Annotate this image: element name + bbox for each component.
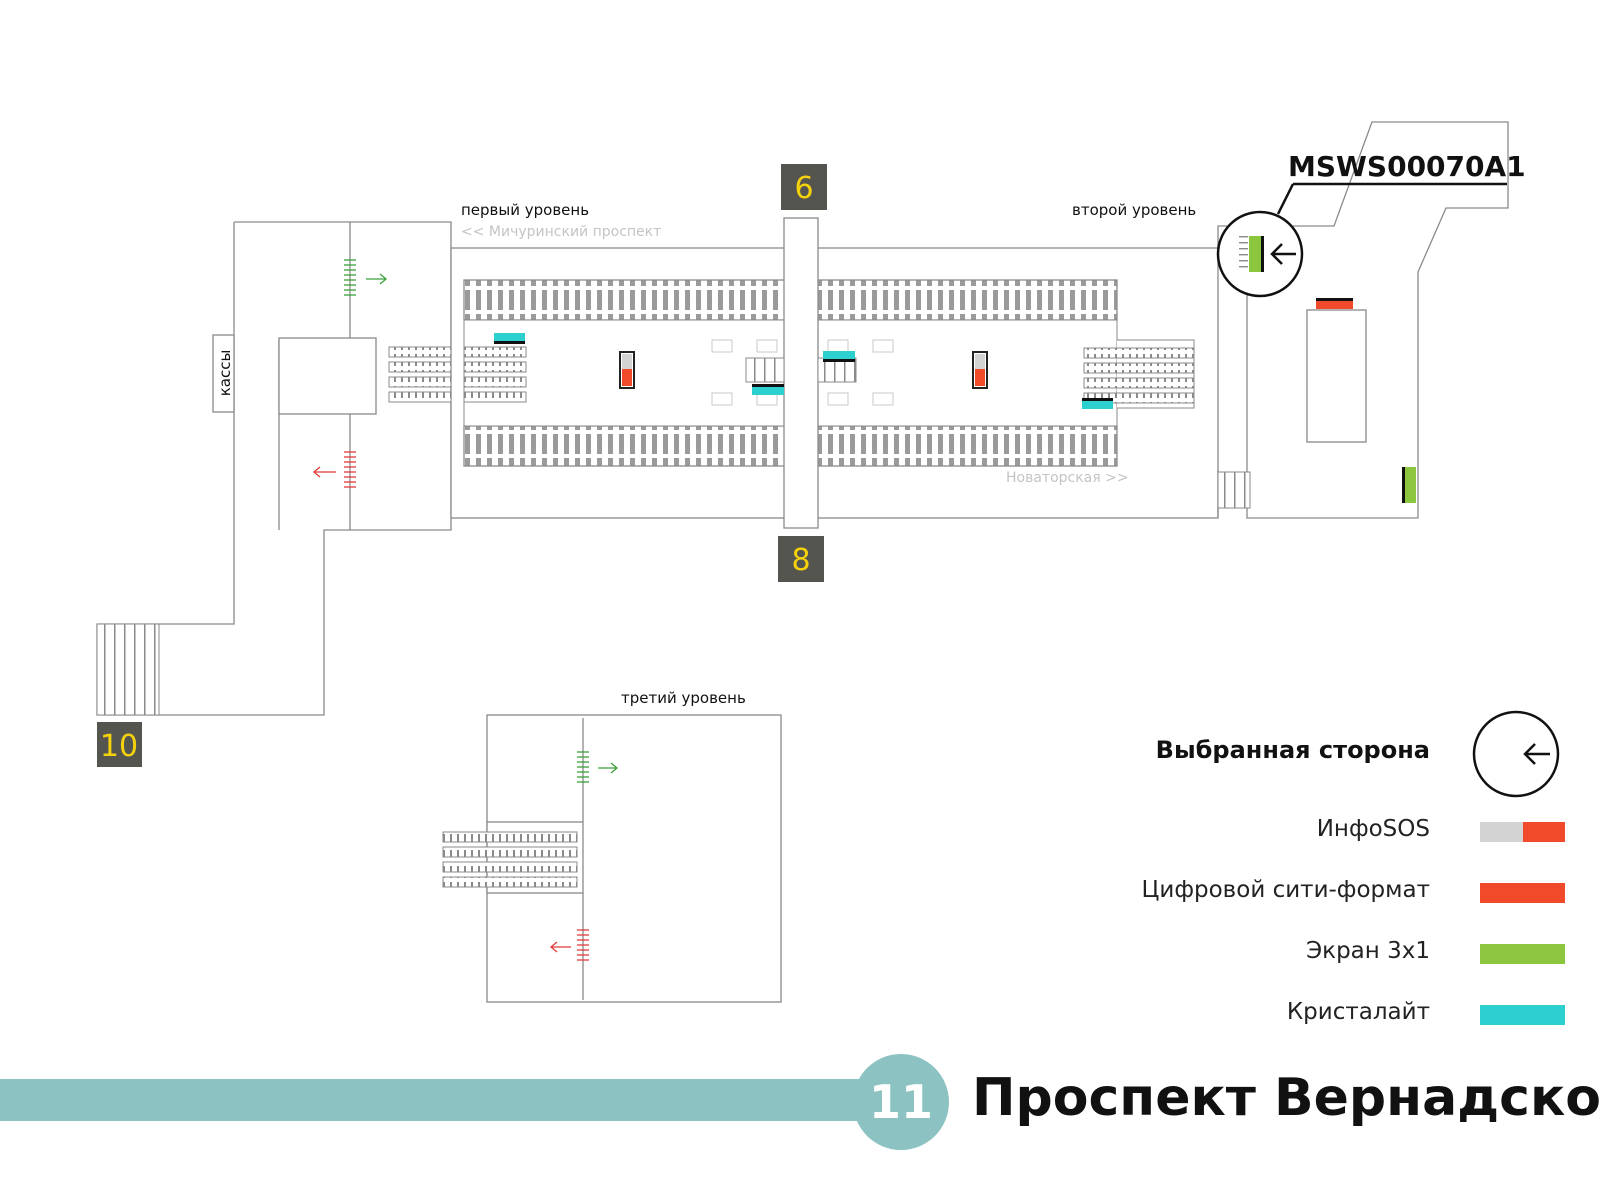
vestibule-hall bbox=[278, 337, 377, 415]
crossing-passage bbox=[783, 217, 819, 529]
exit-number-8: 8 bbox=[791, 543, 810, 578]
station-name: Проспект Вернадского bbox=[972, 1068, 1600, 1128]
legend-label-crystalight: Кристалайт bbox=[1286, 999, 1430, 1025]
swatch-infosos-gray bbox=[1480, 822, 1523, 842]
exit-box-8: 8 bbox=[778, 536, 824, 582]
line-number-badge: 11 bbox=[853, 1054, 949, 1150]
legend-label-screen-3x1: Экран 3х1 bbox=[1306, 938, 1430, 964]
legend-label-city-format: Цифровой сити-формат bbox=[1141, 877, 1430, 903]
legend-swatch-infosos bbox=[1480, 822, 1565, 842]
exit-flow-arrow bbox=[549, 929, 589, 961]
metro-line-bar bbox=[0, 1079, 860, 1121]
city-format-marker bbox=[1316, 298, 1353, 309]
escalator-group-left bbox=[388, 346, 527, 403]
swatch-infosos-red bbox=[1523, 822, 1565, 842]
crystalight-marker bbox=[752, 384, 784, 395]
escalator-group-right bbox=[1083, 339, 1195, 409]
entry-flow-arrow bbox=[344, 259, 388, 296]
screen-3x1-marker bbox=[1402, 467, 1416, 503]
ticket-office-box bbox=[212, 334, 235, 413]
service-room bbox=[1306, 309, 1367, 443]
entry-flow-arrow bbox=[577, 751, 619, 783]
ticket-office-label: кассы bbox=[216, 350, 234, 397]
platform-benches bbox=[711, 339, 894, 406]
legend-swatch-crystalight bbox=[1480, 1005, 1565, 1025]
legend-swatch-city-format bbox=[1480, 883, 1565, 903]
stairs-second-level bbox=[1217, 471, 1251, 509]
crystalight-marker bbox=[494, 333, 525, 344]
level-label-third: третий уровень bbox=[621, 689, 746, 707]
crystalight-marker bbox=[1082, 398, 1113, 409]
exit-flow-arrow bbox=[312, 451, 356, 488]
legend-selected-side-icon bbox=[1472, 710, 1560, 798]
escalator-group-third bbox=[442, 831, 578, 888]
infosos-column bbox=[972, 351, 988, 389]
exit-box-10: 10 bbox=[97, 722, 142, 767]
level-label-second: второй уровень bbox=[1072, 201, 1196, 219]
direction-right: Новаторская >> bbox=[1006, 470, 1129, 486]
exit-number-10: 10 bbox=[100, 729, 138, 764]
level-label-first: первый уровень bbox=[461, 201, 589, 219]
selected-location-pointer bbox=[1216, 182, 1507, 298]
legend-label-infosos: ИнфоSOS bbox=[1316, 816, 1430, 842]
legend-swatch-screen-3x1 bbox=[1480, 944, 1565, 964]
selected-location-code: MSWS00070A1 bbox=[1288, 150, 1526, 183]
exit-number-6: 6 bbox=[794, 171, 813, 206]
infosos-column bbox=[619, 351, 635, 389]
exit-box-6: 6 bbox=[781, 164, 827, 210]
stairs-passage-left bbox=[745, 357, 785, 383]
crystalight-marker bbox=[823, 351, 855, 362]
legend-title: Выбранная сторона bbox=[1155, 736, 1430, 764]
stairs-exit-10 bbox=[96, 623, 160, 716]
direction-left: << Мичуринский проспект bbox=[461, 224, 661, 240]
